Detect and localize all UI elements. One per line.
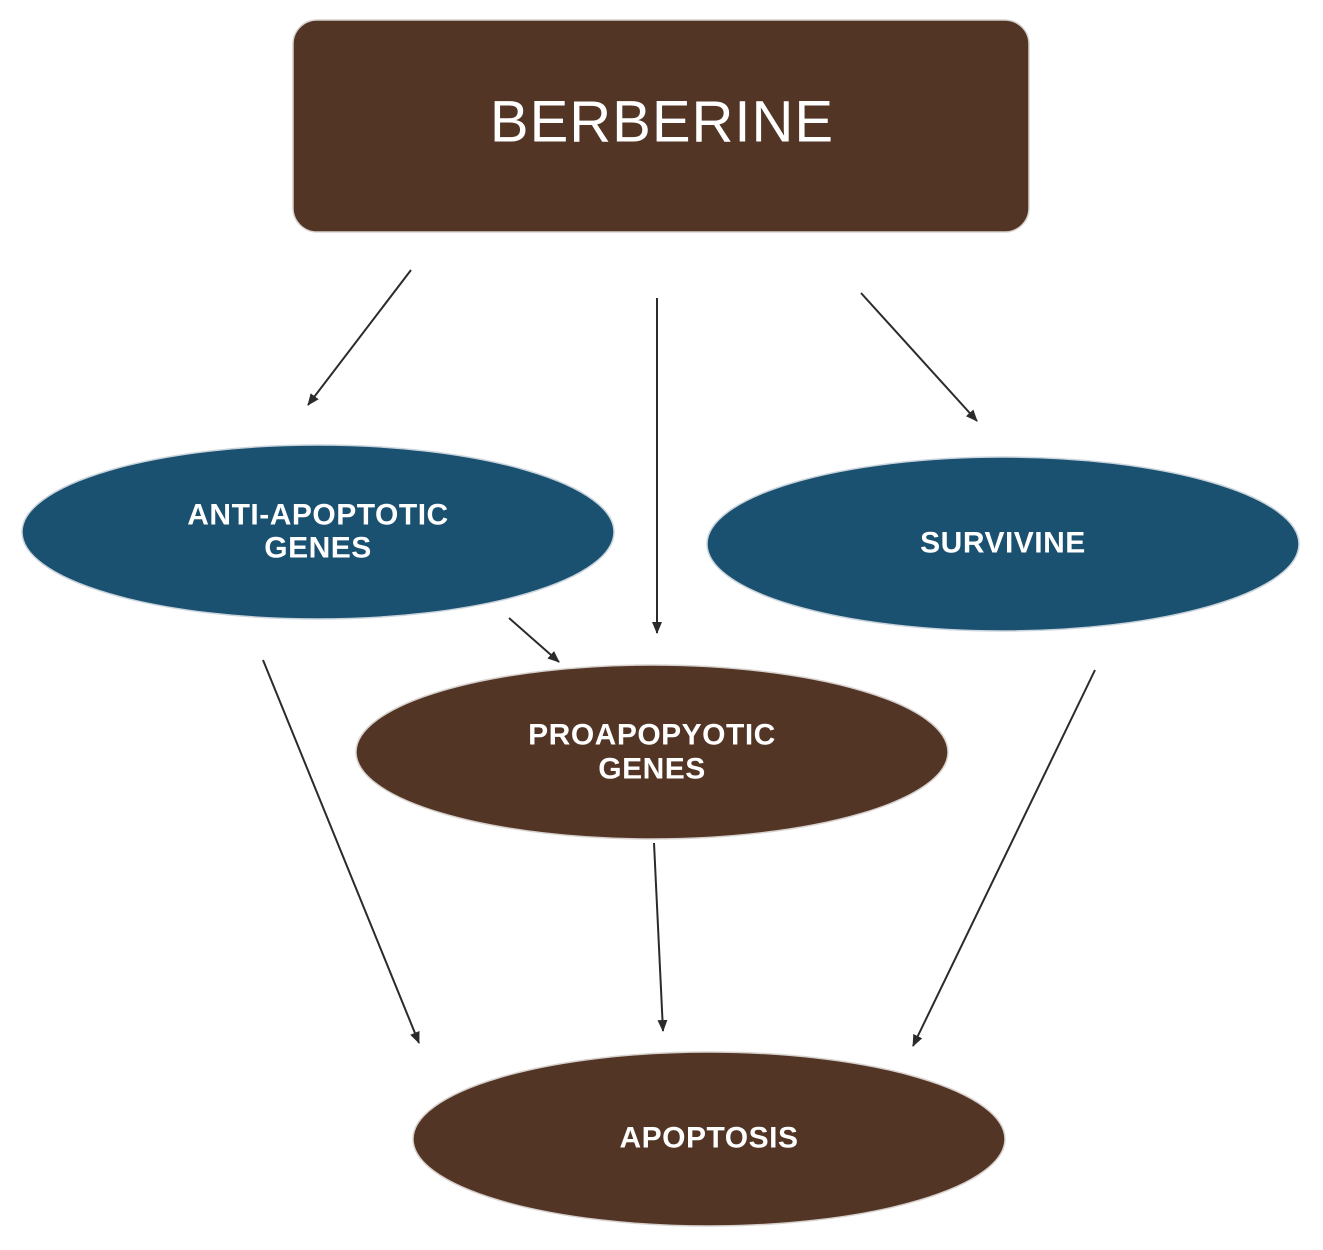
berberine-label: BERBERINE <box>490 90 834 155</box>
survivine-node: SURVIVINE <box>706 456 1300 632</box>
anti-apoptotic-label-line2: GENES <box>264 532 372 565</box>
berberine-node: BERBERINE <box>292 19 1030 233</box>
proapoptotic-ellipse <box>355 664 949 840</box>
arrow-anti-apoptotic-to-apoptosis <box>262 659 420 1044</box>
apoptosis-label: APOPTOSIS <box>620 1122 799 1155</box>
anti-apoptotic-label-line1: ANTI-APOPTOTIC <box>187 499 448 532</box>
anti-apoptotic-ellipse <box>21 444 615 620</box>
apoptosis-node: APOPTOSIS <box>412 1051 1006 1227</box>
survivine-ellipse <box>706 456 1300 632</box>
apoptosis-ellipse <box>412 1051 1006 1227</box>
anti-apoptotic-genes-node: ANTI-APOPTOTIC GENES <box>21 444 615 620</box>
survivine-label: SURVIVINE <box>920 527 1086 560</box>
proapoptotic-label-line1: PROAPOPYOTIC <box>528 719 776 752</box>
proapoptotic-genes-node: PROAPOPYOTIC GENES <box>355 664 949 840</box>
proapoptotic-label-line2: GENES <box>598 753 706 786</box>
arrow-proapoptotic-to-apoptosis <box>653 842 668 1032</box>
arrow-berberine-to-survivine <box>860 292 978 422</box>
berberine-box <box>292 19 1030 233</box>
arrow-anti-apoptotic-to-proapoptotic <box>508 617 560 663</box>
arrow-survivine-to-apoptosis <box>912 669 1096 1047</box>
arrow-berberine-to-anti-apoptotic <box>307 269 412 406</box>
